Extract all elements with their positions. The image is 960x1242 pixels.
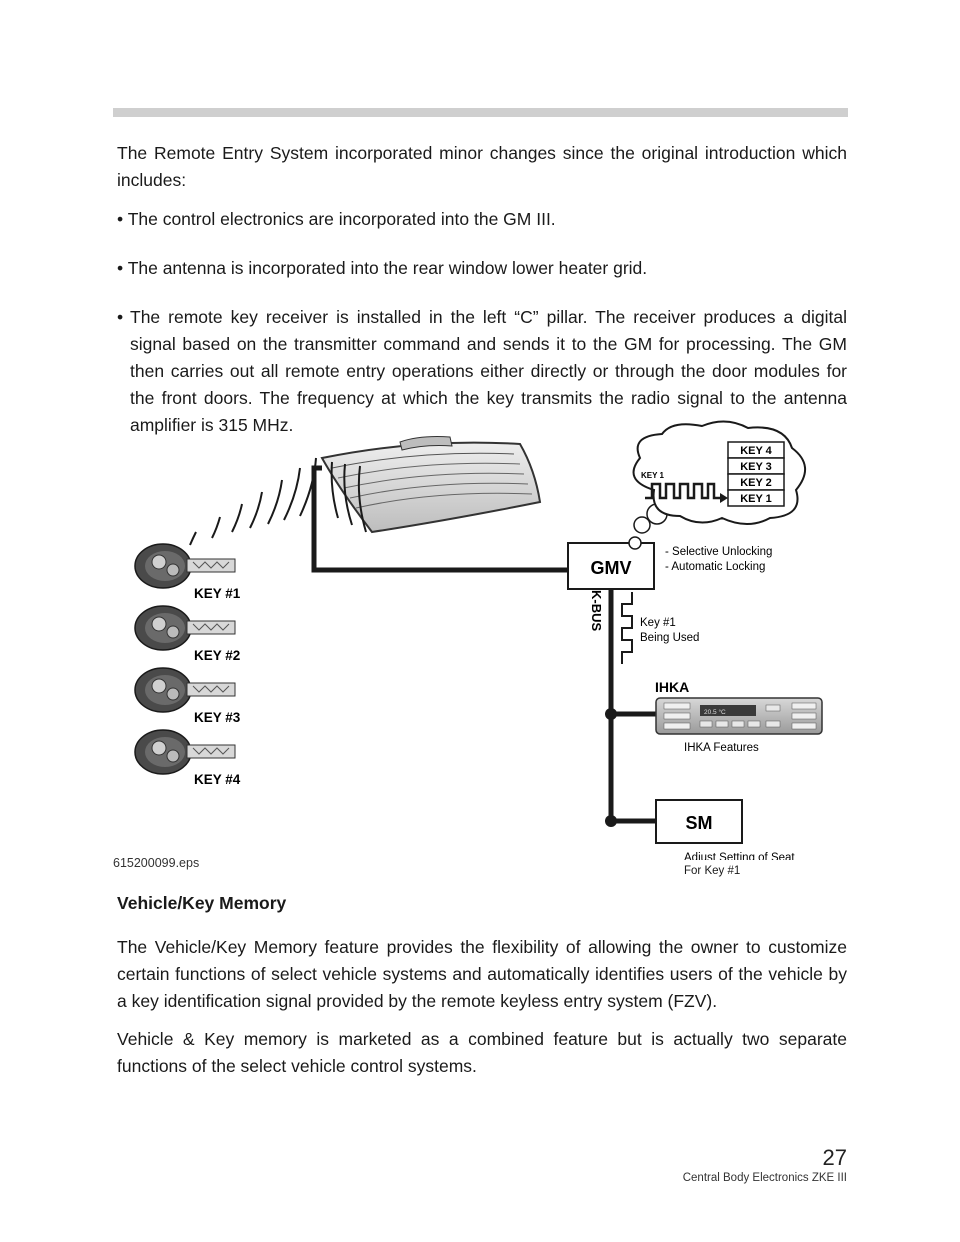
footer-title: Central Body Electronics ZKE III (682, 1172, 847, 1184)
ihka-caption: IHKA Features (684, 742, 759, 754)
ihka-label: IHKA (655, 679, 689, 695)
bubble-signal-icon (645, 482, 720, 500)
section-paragraph-2: Vehicle & Key memory is marketed as a co… (117, 1029, 847, 1076)
header-rule (113, 108, 848, 117)
kbus-label: K-BUS (589, 590, 604, 631)
bubble-trail-medium (633, 516, 651, 534)
bubble-arrow-icon (720, 493, 728, 503)
gmv-box (567, 542, 655, 590)
key-1-label: KEY #1 (194, 586, 241, 601)
bullet-glyph: • (117, 209, 124, 229)
bubble-key-3: KEY 3 (740, 461, 772, 473)
key-signal-icon (621, 592, 633, 664)
key-used-line-2: Being Used (640, 632, 699, 644)
bullet-text: The remote key receiver is installed in … (130, 307, 847, 435)
bullet-text: The control electronics are incorporated… (127, 209, 556, 229)
bubble-key-table: KEY 4 KEY 3 KEY 2 KEY 1 (727, 441, 785, 507)
bullet-text: The antenna is incorporated into the rea… (127, 258, 648, 278)
ihka-display-text: 20.5 °C (704, 708, 726, 716)
rear-window (320, 436, 542, 534)
bullet-glyph: • (117, 307, 124, 327)
radio-waves-icon (189, 457, 367, 546)
bubble-key-2: KEY 2 (740, 477, 772, 489)
gmv-feature-1: - Selective Unlocking (665, 546, 772, 558)
key-4-label: KEY #4 (194, 772, 241, 787)
page-number: 27 (822, 1145, 847, 1170)
sm-caption-1: Adjust Setting of Seat (684, 852, 795, 860)
bubble-signal-label: KEY 1 (641, 471, 665, 480)
bullet-receiver: • The remote key receiver is installed i… (117, 304, 847, 439)
bubble-key-1: KEY 1 (740, 493, 772, 505)
antenna-lead (311, 465, 568, 573)
figure-id: 615200099.eps (113, 856, 200, 870)
sm-junction (605, 815, 617, 827)
sm-label: SM (686, 813, 713, 833)
sm-box (655, 799, 743, 844)
key-4-icon (134, 729, 236, 775)
bubble-trail-small (628, 536, 642, 550)
bubble-key-4: KEY 4 (740, 445, 772, 457)
ihka-junction (605, 708, 617, 720)
section-heading: Vehicle/Key Memory (117, 893, 287, 913)
key-used-line-1: Key #1 (640, 617, 676, 629)
remote-entry-diagram: GMV - Selective Unlocking - Automatic Lo… (134, 420, 823, 860)
bullet-control-electronics: • The control electronics are incorporat… (117, 206, 847, 233)
key-3-label: KEY #3 (194, 710, 241, 725)
bullet-glyph: • (117, 258, 124, 278)
key-3-icon (134, 667, 236, 713)
key-1-icon (134, 543, 236, 589)
section-paragraph-1: The Vehicle/Key Memory feature provides … (117, 937, 847, 1011)
sm-caption-2: For Key #1 (684, 865, 741, 877)
gmv-label: GMV (590, 558, 631, 578)
key-2-label: KEY #2 (194, 648, 240, 663)
intro-paragraph: The Remote Entry System incorporated min… (117, 143, 847, 190)
bullet-antenna: • The antenna is incorporated into the r… (117, 255, 847, 282)
key-2-icon (134, 605, 236, 651)
ihka-panel-icon: 20.5 °C (655, 697, 823, 735)
gmv-feature-2: - Automatic Locking (665, 561, 765, 573)
